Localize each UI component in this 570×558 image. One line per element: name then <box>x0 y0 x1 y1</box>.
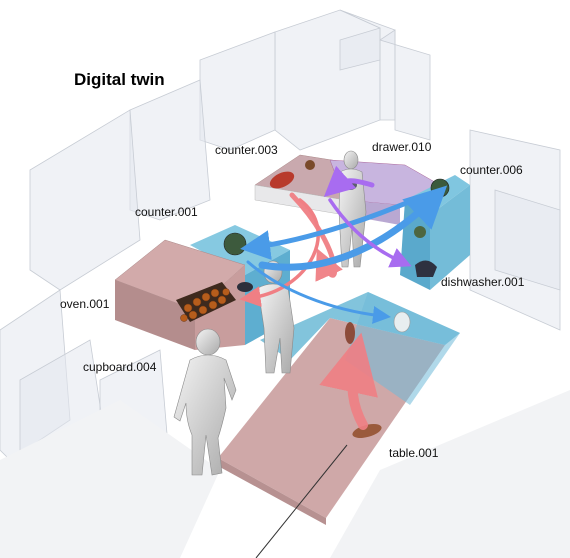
label-cupboard-004: cupboard.004 <box>83 360 157 374</box>
floor <box>0 390 570 558</box>
label-counter-003: counter.003 <box>215 143 278 157</box>
label-table-001: table.001 <box>389 446 439 460</box>
blue-arrow-counter001-to-counter006 <box>258 185 448 271</box>
label-dishwasher-001: dishwasher.001 <box>441 275 525 289</box>
human-figures <box>173 150 367 476</box>
blue-arrows <box>240 185 448 324</box>
purple-arrows <box>323 165 412 268</box>
purple-arrow-to-drawer <box>323 165 375 198</box>
label-oven-001: oven.001 <box>60 297 110 311</box>
label-counter-006: counter.006 <box>460 163 523 177</box>
dishwasher-001-model <box>415 260 437 277</box>
label-counter-001: counter.001 <box>135 205 198 219</box>
label-drawer-010: drawer.010 <box>372 140 432 154</box>
red-arrow-table-up <box>319 332 378 430</box>
purple-arrow-to-dishwasher <box>328 198 412 268</box>
oven-001-model <box>114 239 246 350</box>
blue-arrow-counter001-to-table <box>246 260 391 324</box>
table-leader-line <box>255 444 348 558</box>
red-arrow-counter003-to-oven <box>239 198 320 308</box>
diagram-title: Digital twin <box>74 70 165 89</box>
